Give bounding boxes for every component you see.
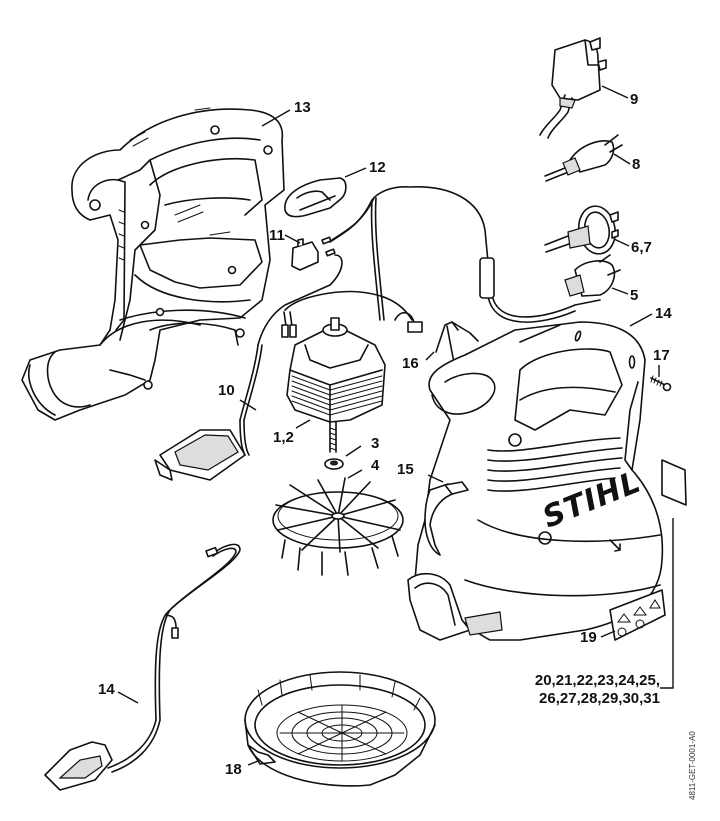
callout-17: 17: [653, 347, 670, 364]
callout-14-left-housing: 13: [294, 99, 311, 116]
callout-20-31-line2: 26,27,28,29,30,31: [539, 690, 660, 707]
document-id: 4811-GET-0001-A0: [688, 731, 697, 800]
callout-14-right-housing: 14: [655, 305, 672, 322]
electric-motor: [286, 317, 386, 453]
power-plug-euro: [544, 134, 623, 182]
switch-trigger: [284, 177, 347, 218]
callout-20-31: 20,21,22,23,24,25, 26,27,28,29,30,31: [535, 672, 660, 708]
power-cord: [479, 257, 601, 323]
callout-10: 10: [218, 382, 235, 399]
callout-19: 19: [580, 629, 597, 646]
callout-3: 3: [371, 435, 380, 452]
power-plug-uk: [539, 37, 607, 139]
washer: [324, 458, 344, 470]
housing-right-half: STIHL: [407, 321, 666, 641]
leader-lines: [117, 85, 660, 766]
callout-8: 8: [632, 156, 641, 173]
housing-left-half: [21, 107, 285, 421]
callout-13: 12: [369, 159, 386, 176]
callout-20-31-line1: 20,21,22,23,24,25,: [534, 672, 660, 689]
callout-1-2: 1,2: [273, 429, 294, 446]
callout-5: 5: [630, 287, 639, 304]
callout-9: 9: [630, 91, 639, 108]
fan-impeller: [272, 477, 404, 576]
callout-4: 4: [371, 457, 380, 474]
screw: [650, 375, 672, 392]
micro-switch: [291, 236, 336, 271]
callout-11: 14: [98, 681, 115, 698]
power-plug-round: [544, 205, 619, 255]
intake-cover-grille: [244, 671, 436, 787]
callout-16: 16: [402, 355, 419, 372]
switch-cable-assembly: [44, 543, 241, 791]
labels-set: [660, 459, 687, 689]
power-plug-schuko: [564, 254, 621, 297]
callout-6-7: 6,7: [631, 239, 652, 256]
callout-15: 15: [397, 461, 414, 478]
callout-12: 11: [269, 227, 285, 244]
air-deflector: [424, 481, 469, 556]
callout-18: 18: [225, 761, 242, 778]
wiring-harness: [154, 186, 489, 481]
